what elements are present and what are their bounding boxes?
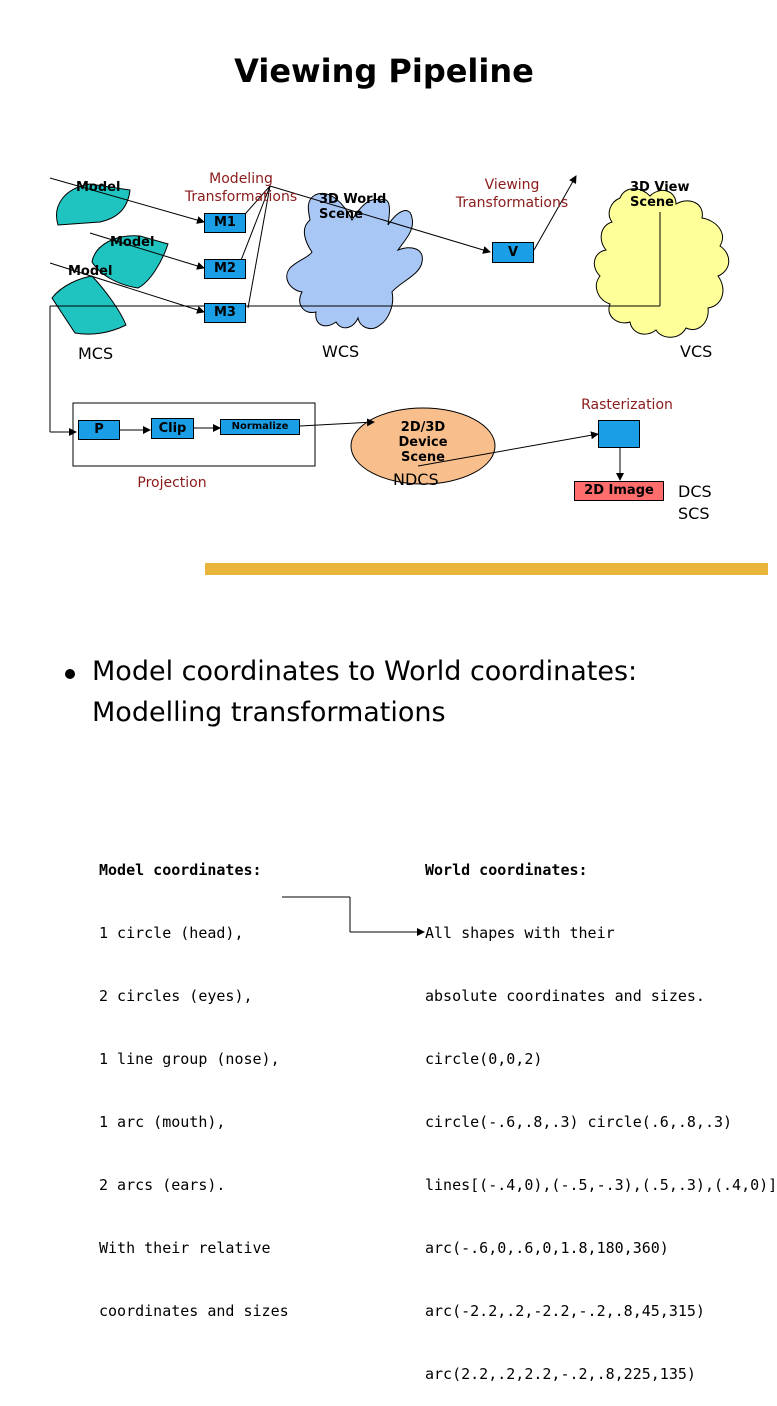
bullet-line-1: Model coordinates to World coordinates: (92, 656, 638, 687)
world-coord-line: absolute coordinates and sizes. (425, 987, 705, 1005)
model-shape-2 (91, 235, 169, 289)
rasterization-box (598, 420, 640, 448)
page-title: Viewing Pipeline (234, 52, 534, 90)
modeling-transformations-label: Modeling Transformations (184, 171, 298, 205)
rasterization-label: Rasterization (581, 397, 673, 413)
model-coord-line: 1 circle (head), (99, 924, 244, 942)
scs-label: SCS (678, 504, 710, 523)
clip-box: Clip (151, 418, 194, 439)
device-scene-ellipse (350, 407, 496, 485)
model-coord-line: 2 arcs (ears). (99, 1176, 226, 1194)
model-coord-line: 1 line group (nose), (99, 1050, 280, 1068)
view-scene-blob (593, 188, 730, 338)
model-label-2: Model (110, 235, 155, 250)
normalize-box: Normalize (220, 419, 300, 435)
world-coord-line: arc(-.6,0,.6,0,1.8,180,360) (425, 1239, 669, 1257)
model-coord-line: 2 circles (eyes), (99, 987, 253, 1005)
world-coord-line: lines[(-.4,0),(-.5,-.3),(.5,.3),(.4,0)] (425, 1176, 777, 1194)
p-box: P (78, 420, 120, 440)
model-coordinates-block: Model coordinates: 1 circle (head), 2 ci… (99, 818, 289, 1343)
world-scene-hand (286, 192, 423, 329)
mcs-label: MCS (78, 344, 114, 363)
projection-label: Projection (137, 475, 207, 491)
world-coordinates-heading: World coordinates: (425, 861, 588, 879)
world-coord-line: circle(0,0,2) (425, 1050, 543, 1068)
model-coord-line: 1 arc (mouth), (99, 1113, 226, 1131)
device-scene-label: 2D/3D Device Scene (398, 420, 448, 465)
pipeline-diagram (49, 175, 768, 936)
m1-box: M1 (204, 213, 246, 233)
ndcs-label: NDCS (393, 470, 439, 489)
world-coord-line: All shapes with their (425, 924, 615, 942)
model-label-3: Model (68, 264, 113, 279)
vcs-label: VCS (680, 342, 713, 361)
divider-bar (205, 563, 768, 575)
2d-image-box: 2D Image (574, 481, 664, 501)
m3-box: M3 (204, 303, 246, 323)
model-coord-line: With their relative (99, 1239, 271, 1257)
wcs-label: WCS (322, 342, 360, 361)
world-coord-line: arc(-2.2,.2,-2.2,-.2,.8,45,315) (425, 1302, 705, 1320)
model-coord-line: coordinates and sizes (99, 1302, 289, 1320)
dcs-label: DCS (678, 482, 712, 501)
projection-group (72, 402, 316, 467)
model-shape-1 (56, 183, 131, 226)
bullet-dot (65, 669, 75, 679)
bullet-line-2: Modelling transformations (92, 697, 446, 728)
view-scene-label: 3D View Scene (630, 180, 690, 210)
model-shape-3 (51, 275, 127, 335)
m2-box: M2 (204, 259, 246, 279)
model-coordinates-heading: Model coordinates: (99, 861, 262, 879)
world-coord-line: arc(2.2,.2,2.2,-.2,.8,225,135) (425, 1365, 696, 1383)
world-coordinates-block: World coordinates: All shapes with their… (425, 818, 777, 1406)
world-scene-label: 3D World Scene (319, 192, 387, 222)
model-label-1: Model (76, 180, 121, 195)
world-coord-line: circle(-.6,.8,.3) circle(.6,.8,.3) (425, 1113, 733, 1131)
viewing-transformations-label: Viewing Transformations (455, 177, 569, 211)
v-box: V (492, 242, 534, 263)
